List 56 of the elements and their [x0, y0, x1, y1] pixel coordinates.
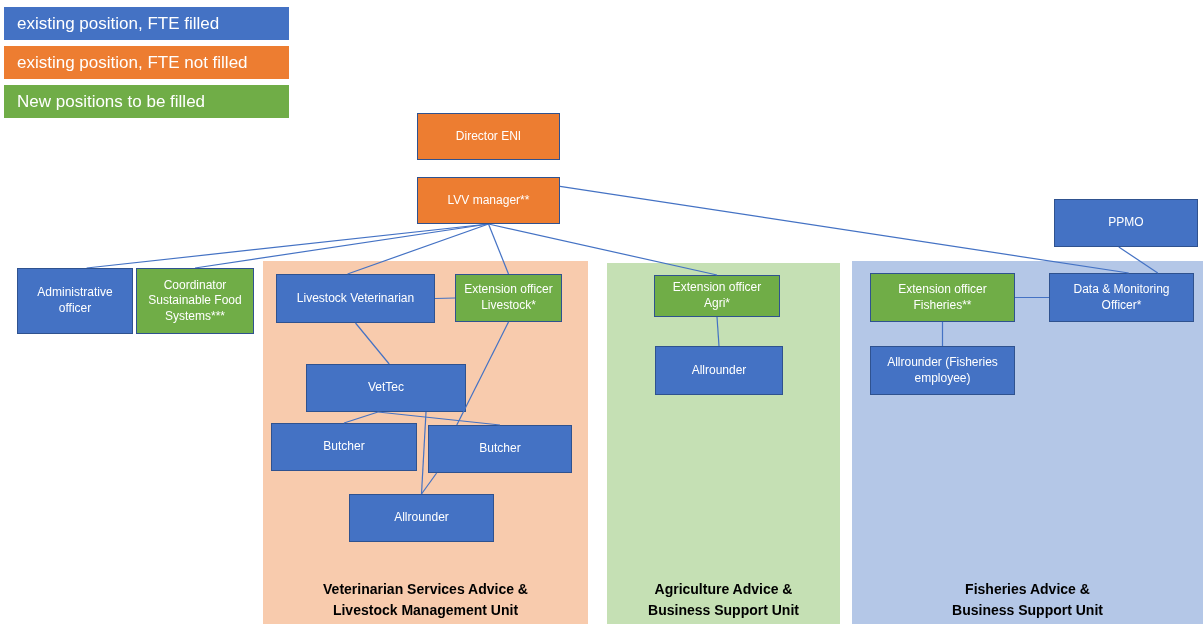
position-box	[306, 364, 466, 412]
connector-line	[487, 223, 510, 275]
position-title: VetTec	[368, 380, 404, 396]
connector-line	[354, 322, 390, 365]
connector-line	[377, 411, 501, 426]
connector-line	[1118, 246, 1159, 274]
position-title: Extension officer Livestock*	[463, 282, 554, 314]
position-box	[17, 268, 133, 334]
legend-text: New positions to be filled	[17, 91, 206, 113]
position-title: Extension officer Fisheries**	[897, 281, 988, 314]
position-box	[1049, 273, 1194, 322]
unit-title: Agriculture Advice & Business Support Unit	[647, 580, 800, 620]
legend-text: existing position, FTE not filled	[17, 52, 248, 74]
connector-line	[343, 411, 379, 424]
connector-line	[456, 321, 510, 426]
position-title: PPMO	[1108, 215, 1144, 231]
connector-line	[1014, 296, 1050, 299]
connector-line	[420, 411, 427, 495]
position-box	[276, 274, 435, 323]
position-title: Director ENI	[455, 128, 522, 145]
position-box	[870, 346, 1015, 395]
position-title: Coordinator Sustainable Food Systems***	[147, 277, 243, 325]
legend-text: existing position, FTE filled	[17, 13, 220, 35]
connector-line	[716, 316, 720, 347]
position-box	[428, 425, 572, 473]
position-box	[1054, 199, 1198, 247]
unit-panel	[852, 261, 1203, 624]
position-box	[349, 494, 494, 542]
position-title: Extension officer Agri*	[671, 280, 763, 312]
position-box	[136, 268, 254, 334]
unit-panel	[263, 261, 588, 624]
unit-title: Veterinarian Services Advice & Livestock Management Unit	[322, 580, 529, 620]
position-box	[455, 274, 562, 322]
position-title: LVV manager**	[447, 192, 530, 209]
position-title: Data & Monitoring Officer*	[1072, 281, 1171, 314]
connector-line	[434, 297, 456, 300]
unit-title: Fisheries Advice & Business Support Unit	[951, 580, 1104, 620]
connector-line	[346, 223, 490, 275]
unit-panel	[607, 263, 840, 624]
position-box	[655, 346, 783, 395]
position-title: Livestock Veterinarian	[296, 290, 415, 307]
position-title: Allrounder	[394, 510, 449, 526]
position-box	[417, 177, 560, 224]
connector-line	[487, 223, 718, 276]
position-title: Allrounder (Fisheries employee)	[886, 354, 999, 387]
position-title: Butcher	[323, 439, 365, 455]
connector-line	[941, 321, 944, 347]
position-box	[654, 275, 780, 317]
position-box	[870, 273, 1015, 322]
position-box	[271, 423, 417, 471]
connector-line	[420, 472, 438, 495]
position-box	[417, 113, 560, 160]
position-title: Administrative officer	[36, 285, 114, 317]
position-title: Allrounder	[691, 362, 747, 379]
position-title: Butcher	[479, 441, 521, 457]
connector-line	[559, 185, 1130, 274]
